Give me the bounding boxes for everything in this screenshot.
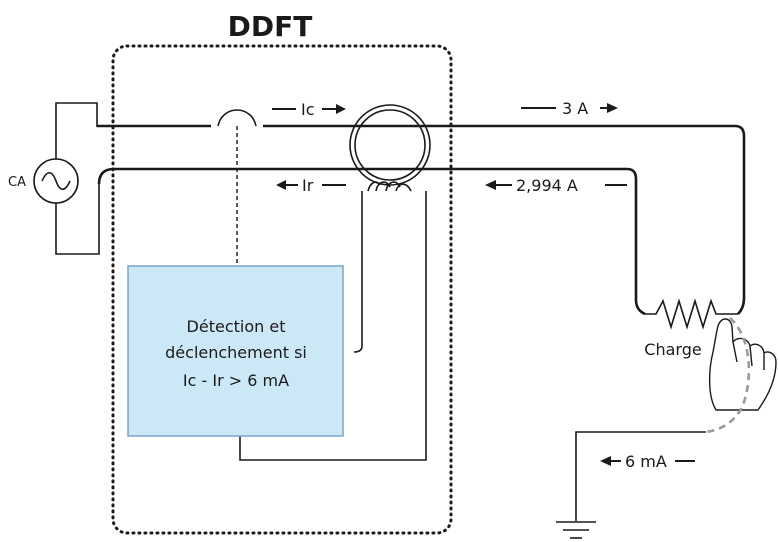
hot-wire-right [263, 124, 746, 315]
leak-path [705, 317, 751, 434]
hot-wire-hop [217, 109, 257, 127]
source-bottom-lead [55, 183, 100, 255]
ground-icon [556, 521, 596, 539]
resistor-icon [645, 298, 738, 330]
current-transformer-inner [354, 109, 426, 181]
supply-current-text: 3 A [562, 99, 588, 118]
diagram-title: DDFT [228, 10, 313, 43]
ground-lead [575, 431, 706, 521]
ir-text: Ir [302, 176, 314, 195]
source-label: CA [8, 175, 26, 190]
leak-current-label: 6 mA [600, 452, 695, 471]
load-label: Charge [644, 340, 701, 359]
sense-coil-icon [367, 181, 412, 192]
current-transformer-outer [349, 104, 431, 186]
detection-box [127, 265, 344, 437]
hand-icon [708, 318, 777, 411]
sense-lead-right [239, 191, 427, 461]
detection-line-3: Ic - Ir > 6 mA [183, 371, 289, 390]
ddft-enclosure [111, 44, 453, 535]
sense-lead-left [353, 191, 363, 353]
leak-current-text: 6 mA [625, 452, 667, 471]
return-current-text: 2,994 A [516, 176, 578, 195]
detection-line-2: déclenchement si [165, 343, 307, 362]
source-top-lead [55, 102, 98, 159]
ac-source-icon [33, 158, 79, 204]
ic-text: Ic [301, 100, 315, 119]
ic-label: Ic [272, 100, 346, 119]
ir-label: Ir [276, 176, 346, 195]
return-current-label: 2,994 A [485, 176, 627, 195]
detection-line-1: Détection et [187, 317, 286, 336]
supply-current-label: 3 A [521, 99, 618, 118]
neutral-wire [97, 167, 646, 316]
